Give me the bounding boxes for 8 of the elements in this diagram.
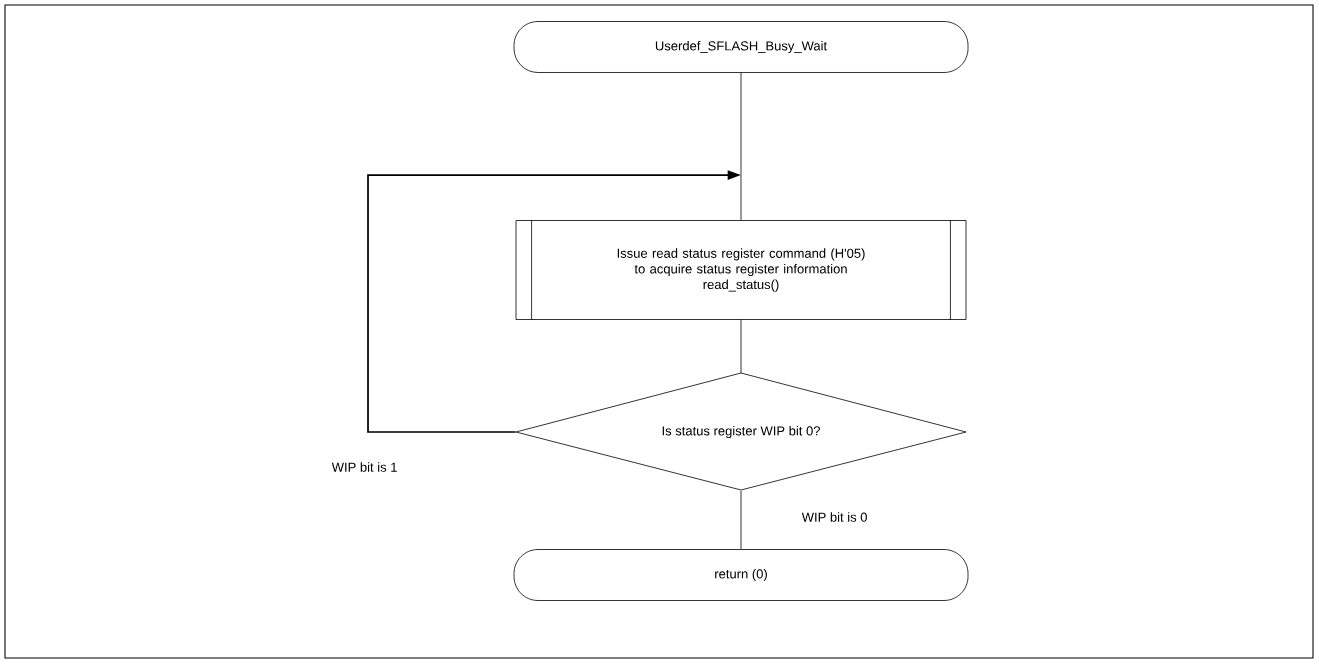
connector-line [740,319,742,374]
connector-line [740,490,742,550]
terminal-box: Userdef_SFLASH_Busy_Wait [513,21,969,73]
edge-label: WIP bit is 1 [331,462,397,472]
subroutine-box: Issue read status register command (H'05) to acquire status register information read_status() [515,219,967,321]
edge-label: WIP bit is 0 [801,512,867,522]
terminal-box: return (0) [513,549,969,601]
connector-line [740,72,742,221]
